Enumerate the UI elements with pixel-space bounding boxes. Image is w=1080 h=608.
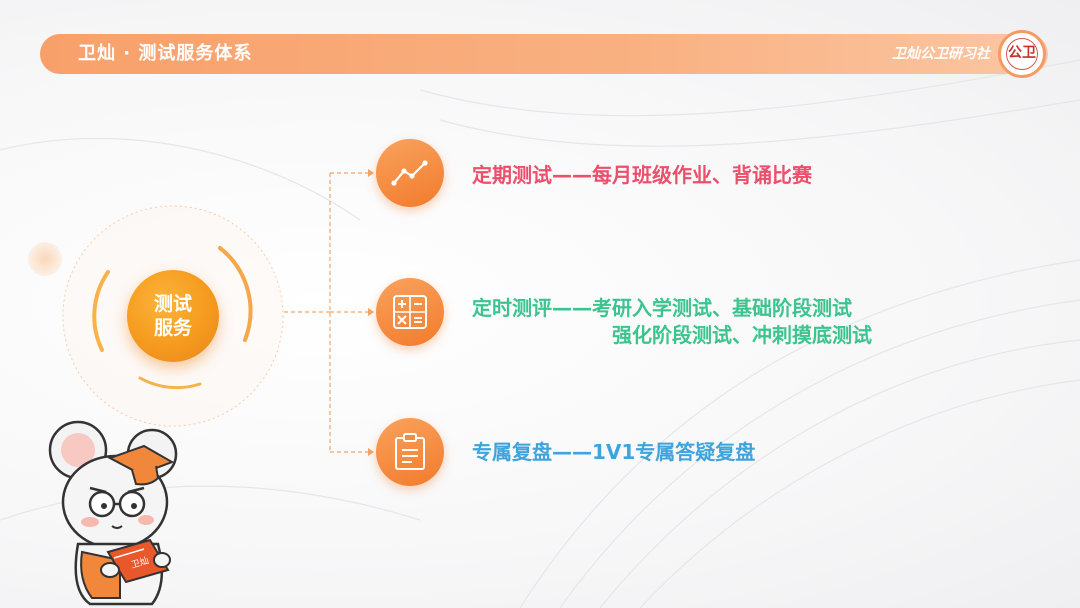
clipboard-icon <box>376 418 444 486</box>
brand-name: 卫灿公卫研习社 <box>892 46 990 62</box>
calculator-icon <box>376 278 444 346</box>
seal-text: 公卫 <box>1006 38 1038 70</box>
item-scheduled-evaluation-line2: 强化阶段测试、冲刺摸底测试 <box>612 323 872 347</box>
page-title: 卫灿 · 测试服务体系 <box>78 43 253 64</box>
center-line-1: 测试 <box>153 293 192 315</box>
brand-seal-logo: 公卫 <box>998 30 1046 78</box>
item-scheduled-evaluation: 定时测评——考研入学测试、基础阶段测试 <box>472 296 852 320</box>
mouse-mascot-illustration: 卫灿 <box>48 420 178 606</box>
decorative-dot <box>28 242 62 276</box>
item-personal-review: 专属复盘——1V1专属答疑复盘 <box>472 440 756 464</box>
header-bar: 卫灿 · 测试服务体系 卫灿公卫研习社 公卫 <box>40 30 1048 78</box>
line-chart-icon <box>376 139 444 207</box>
center-line-2: 服务 <box>153 317 192 339</box>
item-periodic-test: 定期测试——每月班级作业、背诵比赛 <box>472 163 812 187</box>
center-core: 测试 服务 <box>127 270 219 362</box>
